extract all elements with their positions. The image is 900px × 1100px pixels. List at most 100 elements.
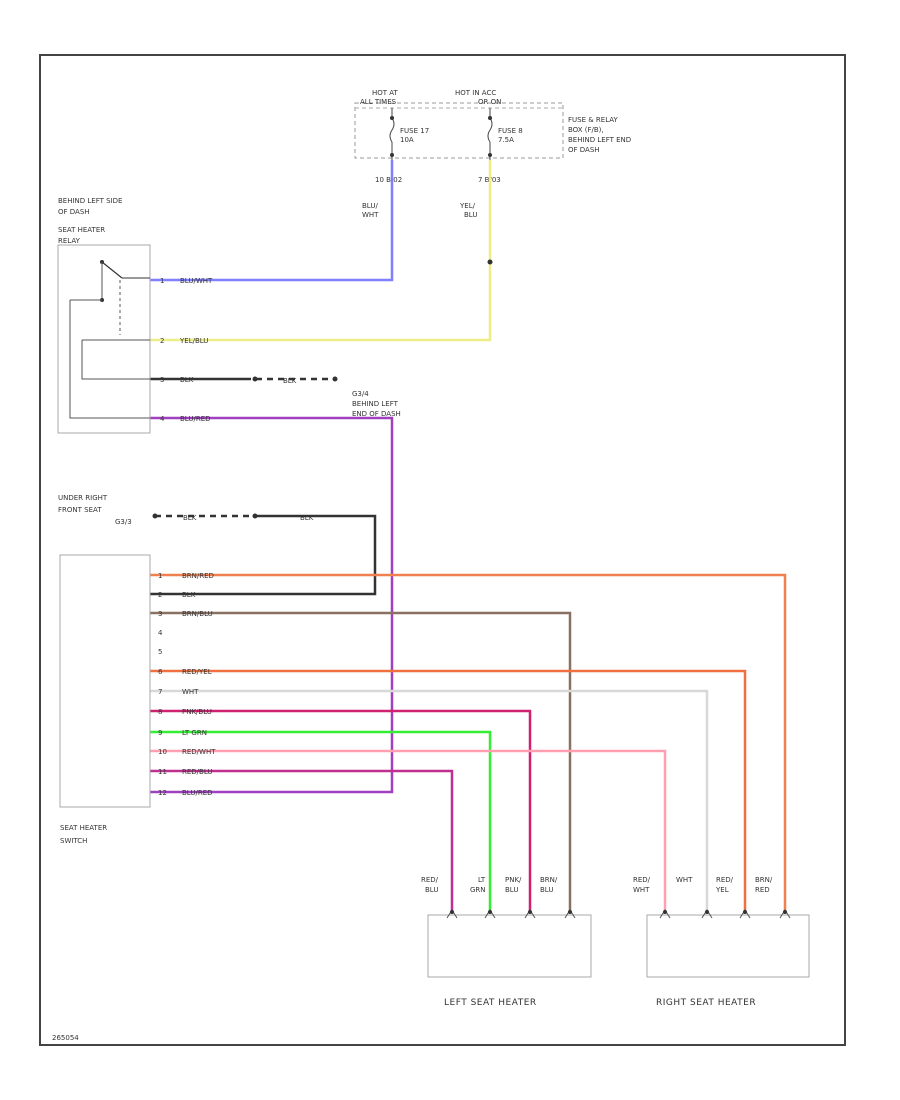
ground-dot: [332, 376, 338, 382]
switch-caption-1: SEAT HEATER: [60, 824, 107, 832]
switch-pin-7: 7: [158, 688, 162, 696]
right-heater-wire-1-a: RED/: [633, 876, 651, 884]
switch-pin-2: 2: [158, 591, 162, 599]
fuse-17-label: FUSE 17: [400, 127, 429, 135]
wires: [150, 160, 787, 912]
fuse-box-desc-2: BOX (F/B),: [568, 126, 604, 134]
left-heater-wire-2-b: GRN: [470, 886, 486, 894]
switch-pin-1-wire: BRN/RED: [182, 572, 214, 580]
relay-pin-4-wire: BLU/RED: [180, 415, 211, 423]
switch-pin-3: 3: [158, 610, 162, 618]
left-heater-pin-dot-2: [488, 910, 492, 914]
diagram-frame: [39, 54, 846, 1046]
wire-red-yel: [150, 669, 747, 912]
wire-blk-switch-ground-b: [150, 514, 377, 596]
relay-pin-1-wire: BLU/WHT: [180, 277, 213, 285]
right-heater-wire-1-b: WHT: [633, 886, 650, 894]
splice-dot: [252, 376, 258, 382]
fuse-8-symbol: [487, 108, 493, 160]
switch-pin-12: 12: [158, 789, 167, 797]
wire-label-blu-wht-2: WHT: [362, 211, 379, 219]
fuse-8-rating: 7.5A: [498, 136, 514, 144]
switch-pin-9-wire: LT GRN: [182, 729, 207, 737]
switch-pin-3-wire: BRN/BLU: [182, 610, 213, 618]
switch-pin-12-wire: BLU/RED: [182, 789, 213, 797]
switch-pin-7-wire: WHT: [182, 688, 199, 696]
right-heater-pin-dot-4: [783, 910, 787, 914]
right-heater-caption: RIGHT SEAT HEATER: [656, 998, 756, 1008]
right-heater-pin-dot-1: [663, 910, 667, 914]
right-heater-pin-dot-3: [743, 910, 747, 914]
hot-at-all-label-2: ALL TIMES: [360, 98, 397, 106]
fuse-box-desc-4: OF DASH: [568, 146, 600, 154]
fuse-17-symbol: [389, 108, 395, 160]
ground-g34-label-3: END OF DASH: [352, 410, 401, 418]
wire-yel-blu: [150, 160, 492, 342]
switch-pin-4: 4: [158, 629, 163, 637]
fuse-connector-left: 10 B/02: [375, 176, 402, 184]
wire-blu-wht: [150, 160, 394, 282]
switch-caption-2: SWITCH: [60, 837, 87, 845]
wire-label-blk-switch-ground-2: BLK: [300, 514, 314, 522]
switch-pin-6-wire: RED/YEL: [182, 668, 212, 676]
switch-outline: [59, 554, 151, 808]
left-heater-caption: LEFT SEAT HEATER: [444, 998, 537, 1008]
splice-dot: [252, 513, 258, 519]
right-heater-pin-dot-2: [705, 910, 709, 914]
switch-pin-11: 11: [158, 768, 167, 776]
wire-lt-grn: [150, 730, 492, 912]
relay-pin-4: 4: [160, 415, 165, 423]
relay-desc-2: OF DASH: [58, 208, 90, 216]
hot-in-acc-label-1: HOT IN ACC: [455, 89, 496, 97]
left-heater-wire-3-a: PNK/: [505, 876, 522, 884]
ground-g33-label-2: FRONT SEAT: [58, 506, 102, 514]
wire-label-blk-ground: BLK: [283, 377, 297, 385]
wire-label-blu-wht-1: BLU/: [362, 202, 378, 210]
left-heater-wire-3-b: BLU: [505, 886, 518, 894]
switch-pin-1: 1: [158, 572, 162, 580]
wire-label-blk-switch-ground-1: BLK: [183, 514, 197, 522]
fuse-box-desc-1: FUSE & RELAY: [568, 116, 619, 124]
fuse-box: HOT AT ALL TIMES HOT IN ACC OR ON FUSE 1…: [354, 89, 631, 219]
right-heater-wire-3-b: YEL: [715, 886, 729, 894]
right-seat-heater: RIGHT SEAT HEATER RED/ WHT WHT RED/ YEL …: [633, 876, 810, 1008]
wire-pnk-blu: [150, 709, 532, 912]
switch-pin-2-wire: BLK: [182, 591, 196, 599]
switch-pin-5: 5: [158, 648, 162, 656]
wire-brn-blu: [150, 611, 572, 912]
switch-pin-6: 6: [158, 668, 163, 676]
left-heater-pin-dot-1: [450, 910, 454, 914]
wire-brn-red: [150, 573, 787, 912]
left-heater-box: [427, 914, 592, 978]
relay-desc-3: SEAT HEATER: [58, 226, 105, 234]
relay-desc-1: BEHIND LEFT SIDE: [58, 197, 122, 205]
left-heater-pin-dot-3: [528, 910, 532, 914]
figure-id: 265054: [52, 1034, 79, 1042]
left-heater-wire-4-a: BRN/: [540, 876, 558, 884]
hot-in-acc-label-2: OR ON: [478, 98, 501, 106]
relay-pin-3-wire: BLK: [180, 376, 194, 384]
fuse-box-outline: [354, 102, 564, 159]
wire-red-blu: [150, 769, 454, 912]
left-heater-pin-dot-4: [568, 910, 572, 914]
ground-g33-label-3: G3/3: [115, 518, 132, 526]
switch-pin-9: 9: [158, 729, 162, 737]
ground-g33-label-1: UNDER RIGHT: [58, 494, 108, 502]
fuse-box-desc-3: BEHIND LEFT END: [568, 136, 631, 144]
left-heater-wire-1-a: RED/: [421, 876, 439, 884]
relay-pin-2: 2: [160, 337, 164, 345]
switch-pin-8-wire: PNK/BLU: [182, 708, 212, 716]
splice-dot: [487, 259, 493, 265]
relay-desc-4: RELAY: [58, 237, 81, 245]
switch-pin-8: 8: [158, 708, 162, 716]
switch-pin-11-wire: RED/BLU: [182, 768, 213, 776]
wire-blu-red: [150, 416, 394, 794]
ground-g34-label-2: BEHIND LEFT: [352, 400, 399, 408]
relay-outline: [57, 244, 151, 434]
fuse-8-label: FUSE 8: [498, 127, 523, 135]
left-heater-wire-1-b: BLU: [425, 886, 438, 894]
right-heater-wire-2: WHT: [676, 876, 693, 884]
relay-pin-3: 3: [160, 376, 164, 384]
hot-at-all-label-1: HOT AT: [372, 89, 399, 97]
